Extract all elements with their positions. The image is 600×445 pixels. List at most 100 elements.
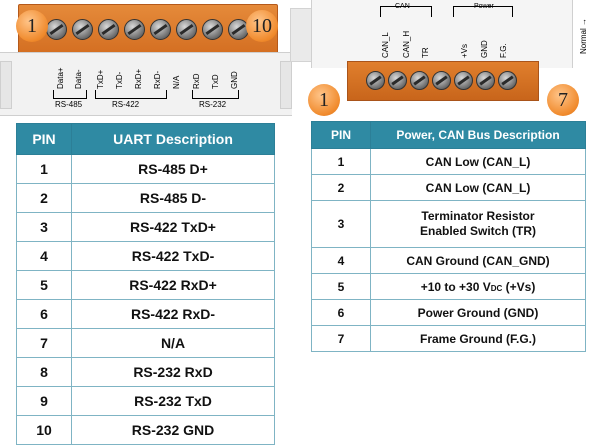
group-bracket (95, 90, 167, 99)
pin-number: 3 (16, 212, 72, 242)
pin-description-line: Enabled Switch (TR) (419, 224, 536, 238)
pin-badge-last: 7 (547, 84, 579, 116)
pin-number: 5 (16, 270, 72, 300)
normal-switch-label: Normal → (579, 17, 588, 54)
can-module-body (311, 0, 573, 68)
pin-number: 1 (311, 148, 371, 175)
column-header-pin: PIN (16, 123, 72, 155)
pin-description: CAN Low (CAN_L) (370, 148, 586, 175)
can-terminal-block (347, 61, 539, 101)
pin-description: +10 to +30 VDC (+Vs) (370, 273, 586, 300)
screw-icon (410, 71, 429, 90)
pin-number: 10 (16, 415, 72, 445)
screw-icon (176, 19, 197, 40)
column-header-description: Power, CAN Bus Description (370, 121, 586, 149)
screw-icon (202, 19, 223, 40)
pin-number: 3 (311, 200, 371, 248)
pin-description: RS-485 D+ (71, 154, 275, 184)
pin-number: 4 (16, 241, 72, 271)
group-bracket (192, 90, 239, 99)
group-label-rs485: RS-485 (55, 100, 83, 109)
group-bracket (53, 90, 87, 99)
screw-icon (46, 19, 67, 40)
pin-number: 2 (16, 183, 72, 213)
column-header-pin: PIN (311, 121, 371, 149)
voltage-subscript: DC (490, 283, 503, 293)
pin-label: RxD- (153, 70, 162, 89)
screw-icon (124, 19, 145, 40)
pin-description: RS-232 RxD (71, 357, 275, 387)
pin-number: 7 (16, 328, 72, 358)
pin-label: TR (421, 47, 430, 58)
pin-description: N/A (71, 328, 275, 358)
pin-number: 1 (16, 154, 72, 184)
screw-icon (476, 71, 495, 90)
pin-label: Data- (74, 69, 83, 89)
pin-label: CAN_H (402, 30, 411, 58)
pin-description: CAN Low (CAN_L) (370, 174, 586, 201)
pin-label: RxD (192, 73, 201, 89)
pin-number: 2 (311, 174, 371, 201)
screw-icon (388, 71, 407, 90)
pin-label: TxD- (115, 71, 124, 89)
pin-label: RxD+ (134, 68, 143, 89)
pin-number: 4 (311, 247, 371, 274)
pin-label: GND (480, 40, 489, 58)
uart-terminal-block (18, 4, 278, 54)
pin-label: F.G. (499, 43, 508, 58)
pin-description: RS-485 D- (71, 183, 275, 213)
uart-module-body (0, 52, 292, 116)
pin-description: Power Ground (GND) (370, 299, 586, 326)
pin-number: 5 (311, 273, 371, 300)
screw-icon (98, 19, 119, 40)
table-header-row: PIN Power, CAN Bus Description (311, 121, 586, 149)
group-bracket (380, 6, 432, 17)
pin-label: TxD+ (96, 69, 105, 89)
table-header-row: PIN UART Description (16, 123, 275, 155)
pin-description: RS-422 RxD+ (71, 270, 275, 300)
group-label-rs422: RS-422 (112, 100, 140, 109)
pin-number: 9 (16, 386, 72, 416)
pin-badge-last: 10 (246, 10, 278, 42)
arrow-down-icon: → (579, 17, 588, 26)
uart-screw-row (46, 19, 275, 40)
pin-description: Terminator Resistor Enabled Switch (TR) (370, 200, 586, 248)
pin-badge-first: 1 (308, 84, 340, 116)
screw-icon (498, 71, 517, 90)
pin-description: RS-422 TxD- (71, 241, 275, 271)
pin-label: TxD (211, 74, 220, 89)
pin-label: Data+ (56, 67, 65, 89)
column-header-description: UART Description (71, 123, 275, 155)
screw-icon (432, 71, 451, 90)
pin-label: CAN_L (381, 32, 390, 58)
group-label-rs232: RS-232 (199, 100, 227, 109)
pin-number: 8 (16, 357, 72, 387)
pin-label: GND (230, 71, 239, 89)
pin-label: +Vs (460, 43, 469, 58)
pin-description-line: Terminator Resistor (421, 209, 535, 223)
pin-number: 6 (16, 299, 72, 329)
can-screw-row (366, 71, 517, 90)
pin-description: Frame Ground (F.G.) (370, 325, 586, 352)
screw-icon (454, 71, 473, 90)
pin-description: RS-422 TxD+ (71, 212, 275, 242)
screw-icon (366, 71, 385, 90)
pin-description: CAN Ground (CAN_GND) (370, 247, 586, 274)
screw-icon (150, 19, 171, 40)
group-bracket (453, 6, 513, 17)
